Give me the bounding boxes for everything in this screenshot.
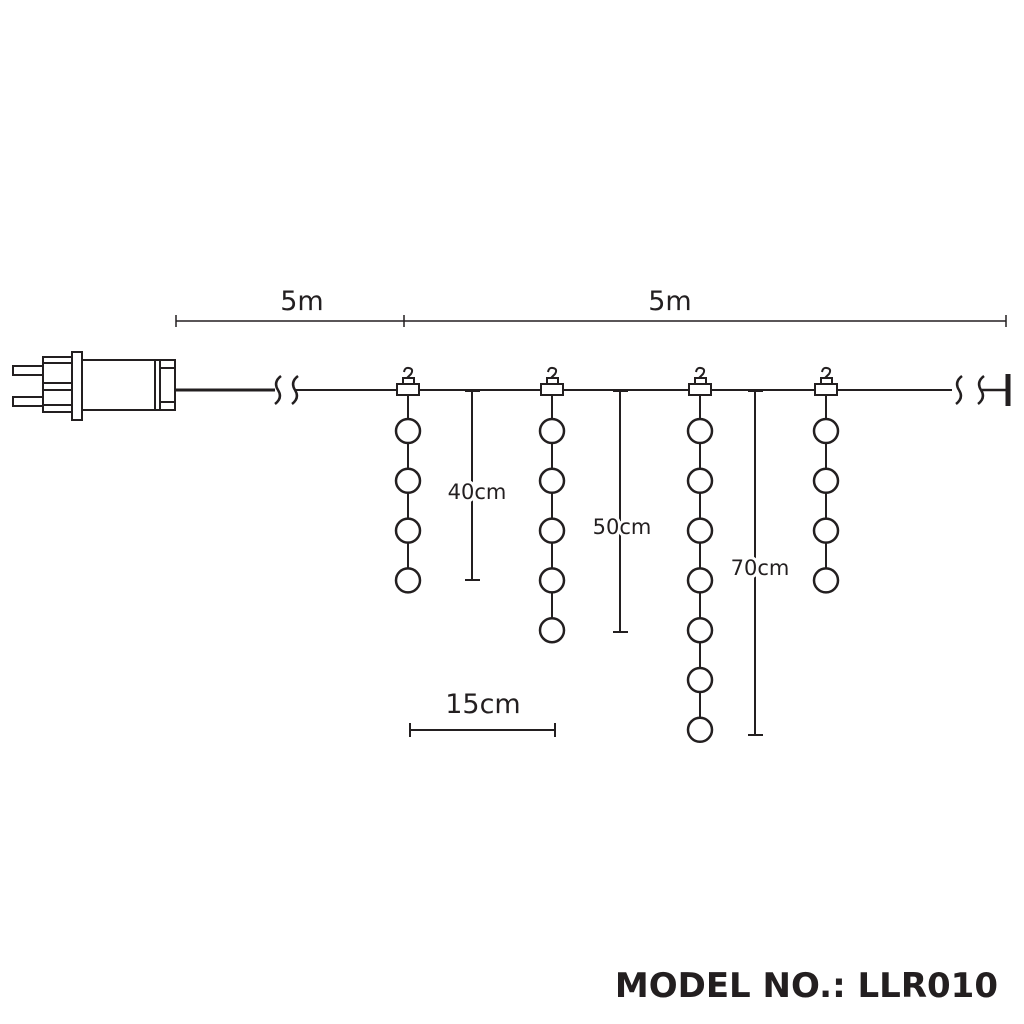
bulb-icon: [538, 517, 566, 544]
bulb-icon: [686, 467, 714, 495]
bulb-icon: [686, 567, 714, 594]
bulb-icon: [394, 417, 422, 445]
wire-clip: [814, 383, 838, 396]
drop-dimensions: [409, 390, 763, 737]
bulb-icon: [538, 567, 566, 594]
wire-clip: [540, 383, 564, 396]
bulb-icon: [686, 666, 714, 694]
light-drop: [538, 366, 566, 644]
bulb-icon: [538, 417, 566, 445]
bulb-icon: [812, 467, 840, 495]
bulb-icon: [812, 417, 840, 445]
bulb-icon: [686, 616, 714, 644]
hook-icon: [403, 366, 414, 379]
hook-icon: [821, 366, 832, 379]
model-number: MODEL NO.: LLR010: [615, 966, 998, 1006]
wire-clip: [688, 383, 712, 396]
lead-length-label: 5m: [280, 286, 323, 317]
light-drop: [394, 366, 422, 594]
bulb-icon: [394, 517, 422, 544]
hook-icon: [547, 366, 558, 379]
break-symbol-icon: [955, 375, 985, 405]
string-length-label: 5m: [648, 286, 691, 317]
length-dimension: [175, 315, 1007, 327]
bulb-icon: [394, 467, 422, 495]
break-symbol-icon: [274, 375, 299, 405]
light-drop: [686, 366, 714, 744]
bulb-icon: [686, 716, 714, 744]
bulb-icon: [394, 567, 422, 594]
plug-icon: [12, 351, 176, 421]
drop-short-label: 40cm: [448, 480, 507, 504]
bulb-icon: [538, 616, 566, 644]
spacing-label: 15cm: [445, 689, 521, 720]
drop-mid-label: 50cm: [593, 515, 652, 539]
bulb-icon: [686, 417, 714, 445]
bulb-icon: [686, 517, 714, 544]
wire-clip: [396, 383, 420, 396]
bulb-icon: [812, 567, 840, 594]
drop-long-label: 70cm: [731, 556, 790, 580]
bulb-icon: [538, 467, 566, 495]
light-drop: [812, 366, 840, 594]
bulb-icon: [812, 517, 840, 544]
hook-icon: [695, 366, 706, 379]
